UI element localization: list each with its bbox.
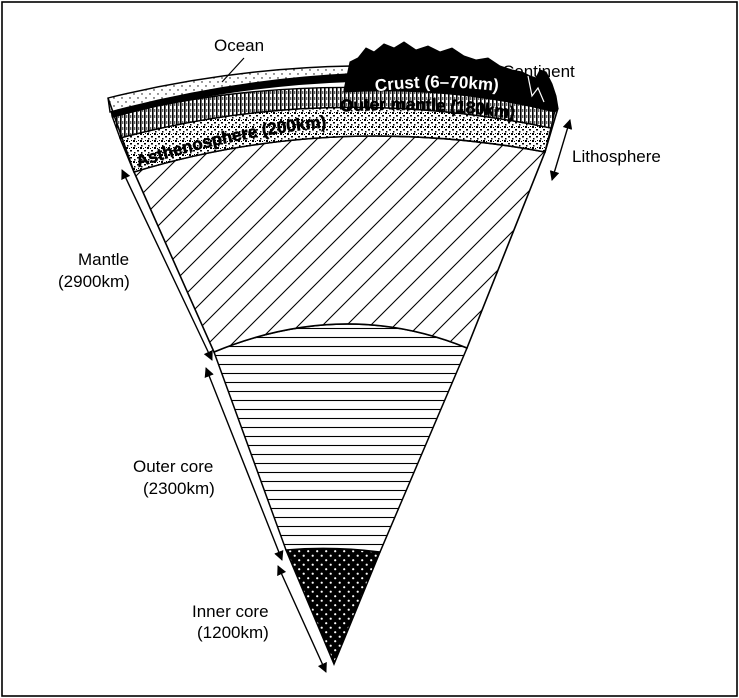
- lithosphere-label: Lithosphere: [572, 147, 661, 166]
- mantle-depth-label: (2900km): [58, 272, 130, 291]
- outer-core-depth-label: (2300km): [143, 479, 215, 498]
- continent-label: Continent: [502, 62, 575, 81]
- outer-core-label: Outer core: [133, 457, 213, 476]
- inner-core-depth-label: (1200km): [197, 623, 269, 642]
- inner-core-label: Inner core: [192, 602, 269, 621]
- ocean-label: Ocean: [214, 36, 264, 55]
- mantle-label: Mantle: [78, 250, 129, 269]
